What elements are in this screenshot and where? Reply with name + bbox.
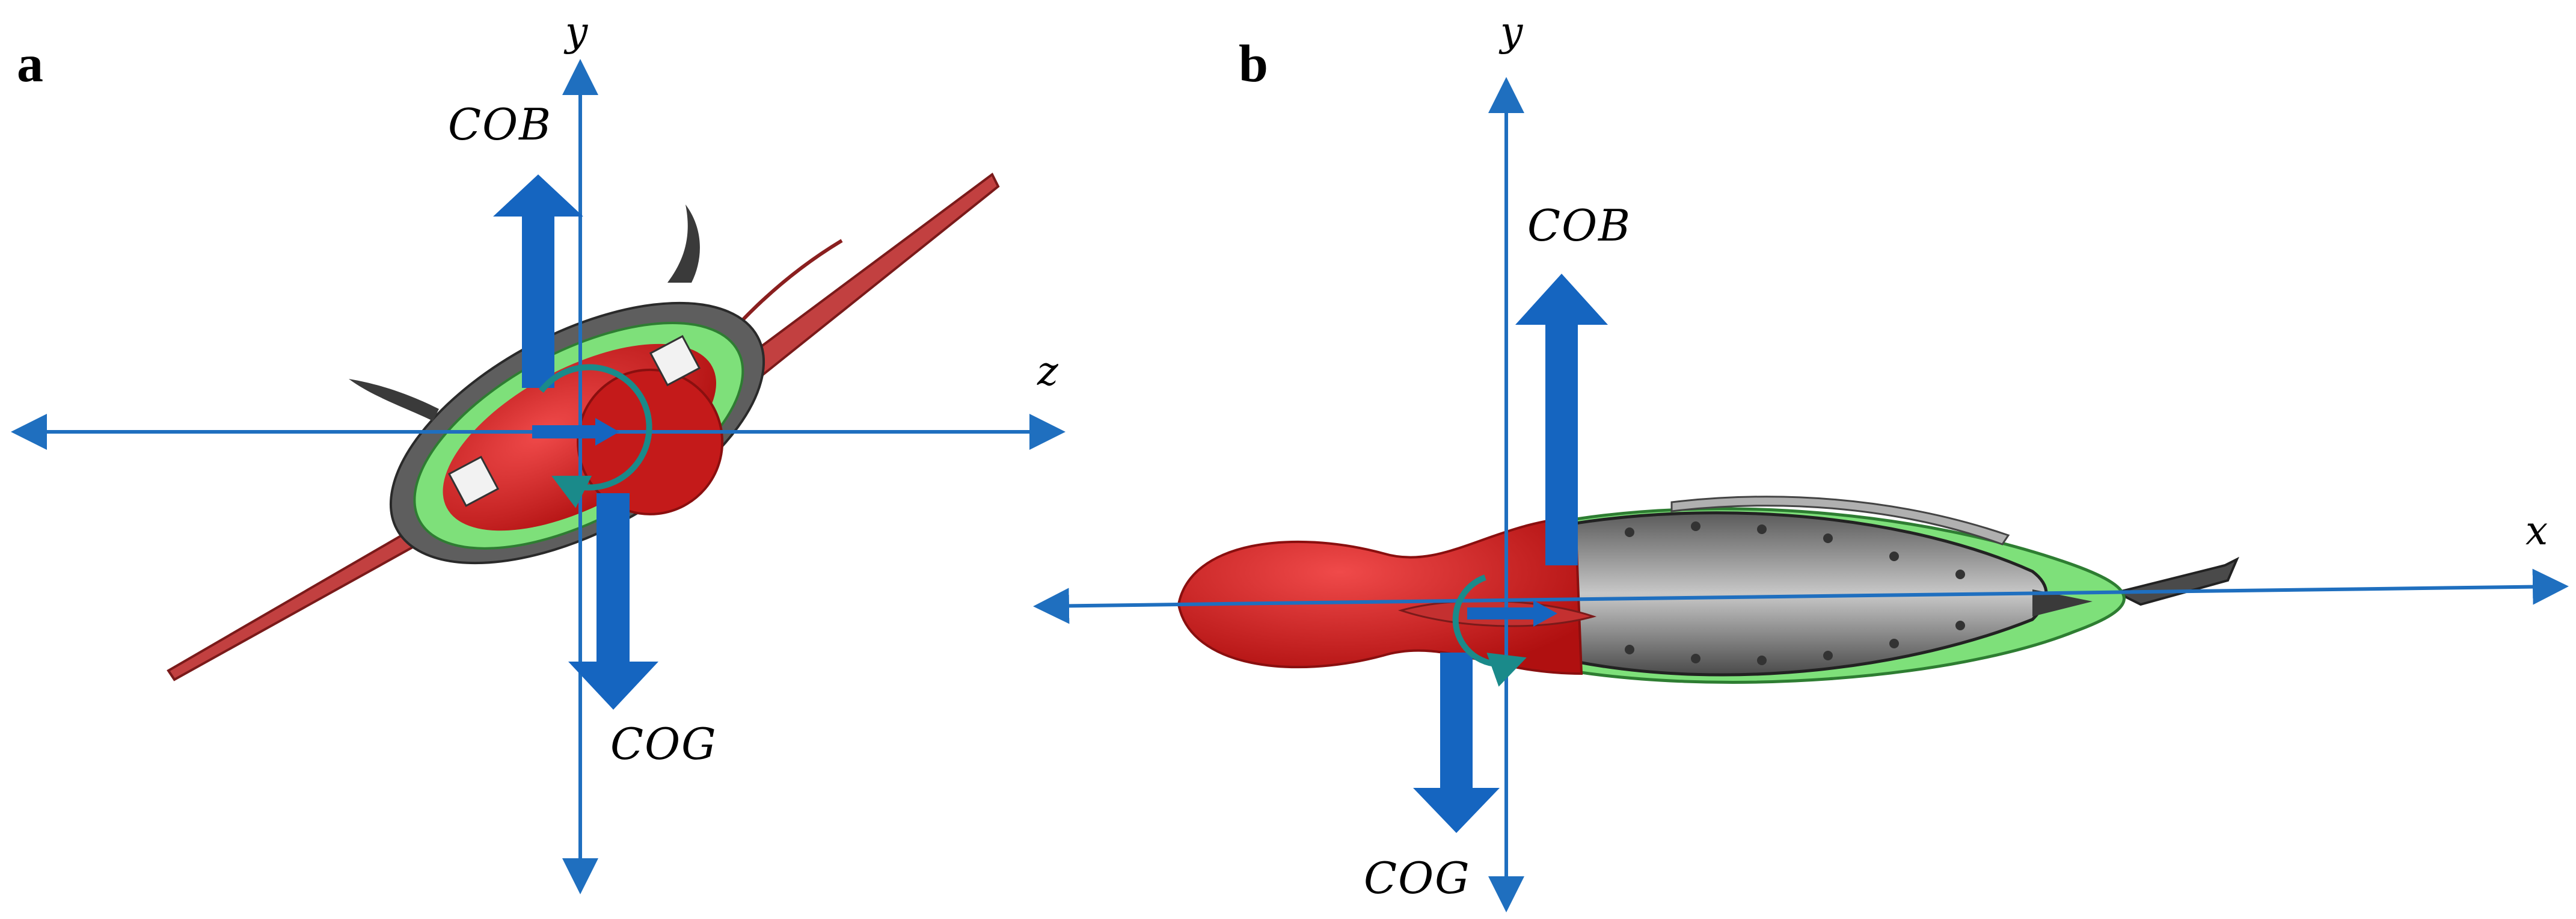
panel-b-rotation-arrow bbox=[1452, 574, 1527, 687]
panel-a-z-axis-label: z bbox=[1037, 348, 1059, 395]
panel-b-cob-label: COB bbox=[1527, 200, 1631, 251]
panel-a-rotation-arrow bbox=[539, 364, 652, 508]
panel-a-label: a bbox=[17, 35, 43, 93]
panel-a-fins bbox=[167, 172, 1000, 681]
panel-a-cog-arrow bbox=[568, 493, 658, 710]
panel-a-joint-right bbox=[649, 335, 701, 387]
panel-a-y-axis-label: y bbox=[563, 8, 588, 55]
panel-a-cog-label: COG bbox=[610, 719, 717, 769]
panel-b-red-head bbox=[1177, 515, 1583, 675]
panel-a-cob-arrow bbox=[493, 174, 583, 388]
panel-b-y-axis-label: y bbox=[1498, 8, 1523, 55]
panel-b: b y x COB COG bbox=[1033, 8, 2569, 912]
panel-b-label: b bbox=[1239, 35, 1268, 93]
panel-b-cog-arrow bbox=[1413, 653, 1500, 833]
panel-b-tail-fin bbox=[2113, 556, 2239, 606]
panel-a-horn-left bbox=[349, 379, 439, 421]
panel-b-cob-arrow bbox=[1515, 274, 1608, 565]
panel-a-cob-label: COB bbox=[448, 99, 552, 150]
panel-b-cog-label: COG bbox=[1364, 853, 1471, 903]
panel-a-fin-left bbox=[167, 515, 447, 681]
panel-a: a y z COB COG bbox=[10, 8, 1066, 894]
panel-b-x-axis-label: x bbox=[2525, 508, 2548, 554]
panel-a-joint-left bbox=[447, 455, 500, 507]
panel-b-x-axis bbox=[1033, 568, 2569, 624]
panel-a-horn-right bbox=[667, 204, 700, 283]
